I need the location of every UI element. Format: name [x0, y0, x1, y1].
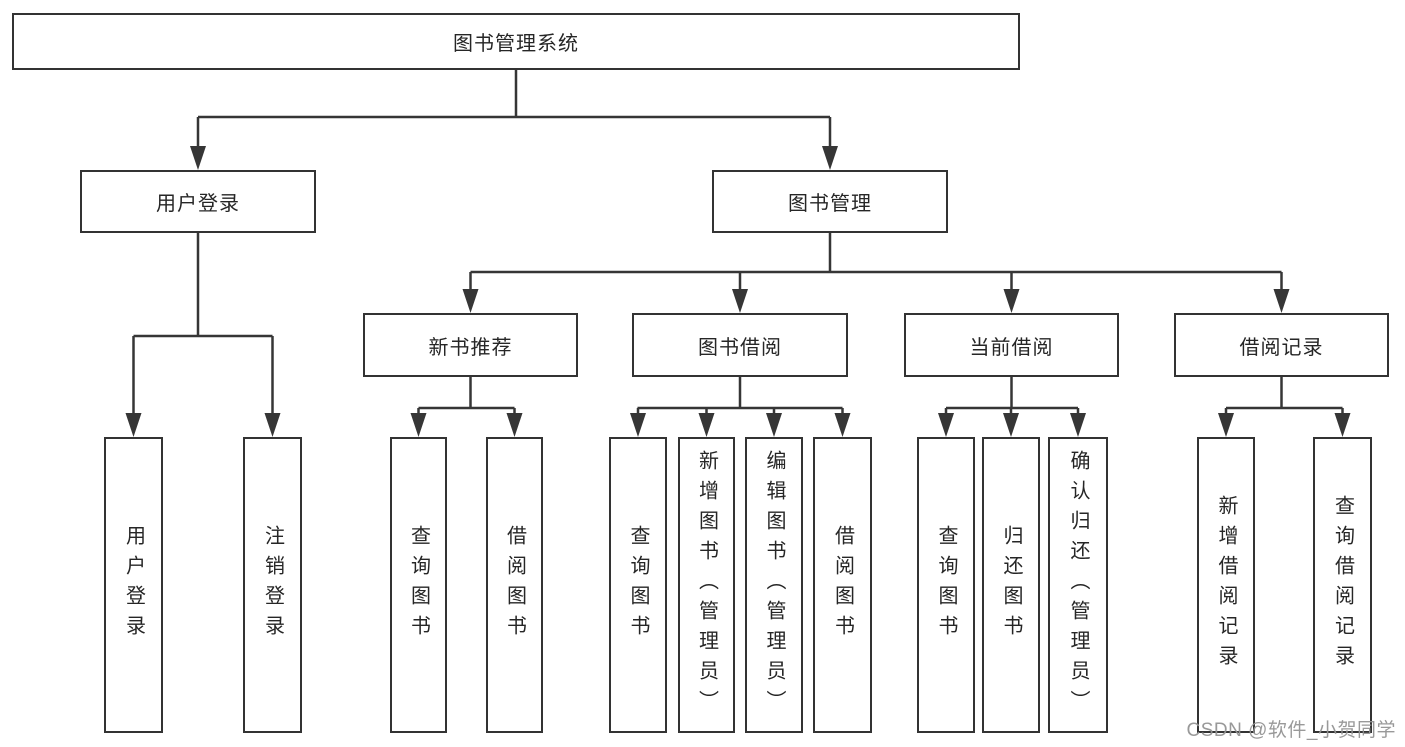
node-label: 当前借阅	[969, 336, 1054, 359]
node-label: 图书管理系统	[453, 33, 579, 55]
node-label: 查询图书	[627, 525, 649, 645]
leaf-edit-books-admin: 编辑图书（管理员）	[745, 437, 803, 733]
arrowhead	[698, 413, 715, 437]
arrowhead	[1003, 413, 1019, 437]
arrowhead	[1273, 289, 1290, 313]
node-borrowing-records: 借阅记录	[1174, 313, 1389, 377]
leaf-confirm-return-admin: 确认归还（管理员）	[1048, 437, 1108, 733]
arrowhead	[834, 413, 851, 437]
leaf-query-books: 查询图书	[609, 437, 667, 733]
node-book-management: 图书管理	[712, 170, 948, 233]
arrowhead	[462, 289, 479, 313]
leaf-user-login: 用户登录	[104, 437, 163, 733]
arrowhead	[264, 413, 281, 437]
node-label: 新增图书（管理员）	[695, 450, 718, 720]
node-label: 图书管理	[788, 193, 872, 215]
arrowhead	[1003, 289, 1020, 313]
arrowhead	[190, 146, 206, 170]
node-root-library-management-system: 图书管理系统	[12, 13, 1020, 70]
node-label: 图书借阅	[698, 336, 782, 359]
node-label: 查询借阅记录	[1331, 495, 1354, 675]
arrowhead	[506, 413, 523, 437]
arrowhead	[766, 413, 782, 437]
node-label: 注销登录	[261, 525, 284, 645]
arrowhead	[1218, 413, 1234, 437]
csdn-watermark: CSDN @软件_小贺同学	[1186, 720, 1396, 741]
arrowhead	[822, 146, 838, 170]
node-current-borrowing: 当前借阅	[904, 313, 1119, 377]
arrowhead	[410, 413, 427, 437]
leaf-query-books: 查询图书	[917, 437, 975, 733]
arrowhead	[938, 413, 954, 437]
leaf-return-books: 归还图书	[982, 437, 1040, 733]
node-label: 新书推荐	[428, 336, 513, 359]
arrowhead	[125, 413, 142, 437]
node-label: 归还图书	[1000, 525, 1022, 645]
leaf-borrow-books: 借阅图书	[486, 437, 543, 733]
arrowhead	[1070, 413, 1086, 437]
node-label: 新增借阅记录	[1215, 495, 1237, 675]
leaf-query-books: 查询图书	[390, 437, 447, 733]
node-new-book-recommendation: 新书推荐	[363, 313, 578, 377]
arrowhead	[732, 289, 748, 313]
node-book-borrowing: 图书借阅	[632, 313, 848, 377]
node-label: 编辑图书（管理员）	[763, 450, 785, 720]
arrowhead	[1334, 413, 1351, 437]
node-label: 用户登录	[122, 525, 145, 645]
node-label: 查询图书	[407, 525, 430, 645]
arrowhead	[630, 413, 646, 437]
leaf-logout: 注销登录	[243, 437, 302, 733]
node-label: 借阅图书	[831, 525, 854, 645]
node-label: 用户登录	[156, 193, 240, 215]
node-label: 确认归还（管理员）	[1067, 450, 1089, 720]
leaf-add-books-admin: 新增图书（管理员）	[678, 437, 735, 733]
node-user-login: 用户登录	[80, 170, 316, 233]
leaf-query-borrow-record: 查询借阅记录	[1313, 437, 1372, 733]
leaf-add-borrow-record: 新增借阅记录	[1197, 437, 1255, 733]
node-label: 借阅图书	[503, 525, 526, 645]
leaf-borrow-books: 借阅图书	[813, 437, 872, 733]
node-label: 查询图书	[935, 525, 957, 645]
node-label: 借阅记录	[1239, 336, 1324, 359]
